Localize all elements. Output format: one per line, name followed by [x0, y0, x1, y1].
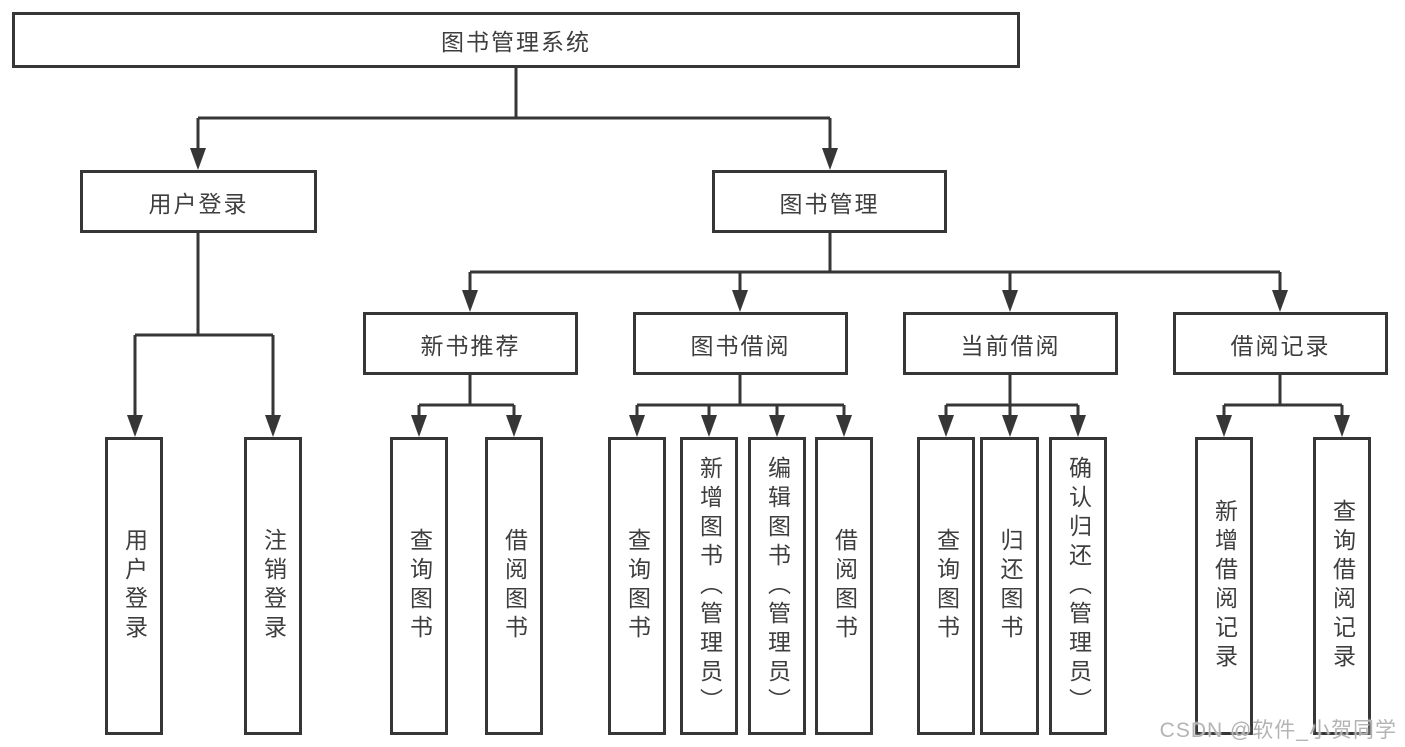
leaf-add-books-admin: 新增图书（管理员） — [680, 437, 738, 735]
node-book-borrow-label: 图书借阅 — [690, 332, 791, 359]
node-borrow-records-label: 借阅记录 — [1230, 332, 1331, 359]
leaf-user-login-label: 用户登录 — [121, 528, 148, 644]
leaf-add-books-admin-label: 新增图书（管理员） — [696, 455, 723, 717]
leaf-query-books-borrow: 查询图书 — [608, 437, 666, 735]
leaf-edit-books-admin-label: 编辑图书（管理员） — [764, 455, 791, 717]
leaf-confirm-return-admin-label: 确认归还（管理员） — [1065, 455, 1092, 717]
leaf-query-books-current-label: 查询图书 — [933, 528, 960, 644]
leaf-query-borrow-record: 查询借阅记录 — [1313, 437, 1371, 735]
leaf-query-books-current: 查询图书 — [917, 437, 975, 735]
node-book-borrow: 图书借阅 — [633, 312, 848, 375]
node-user-login-label: 用户登录 — [148, 190, 249, 217]
leaf-add-borrow-record-label: 新增借阅记录 — [1211, 499, 1238, 673]
leaf-logout-label: 注销登录 — [260, 528, 287, 644]
leaf-return-books: 归还图书 — [980, 437, 1039, 735]
node-book-management-label: 图书管理 — [779, 190, 880, 217]
leaf-query-borrow-record-label: 查询借阅记录 — [1329, 499, 1356, 673]
node-book-management: 图书管理 — [712, 170, 947, 233]
leaf-borrow-books-label: 借阅图书 — [831, 528, 858, 644]
leaf-edit-books-admin: 编辑图书（管理员） — [748, 437, 806, 735]
leaf-borrow-books-recommend-label: 借阅图书 — [501, 528, 528, 644]
watermark: CSDN @软件_小贺同学 — [1159, 719, 1397, 742]
node-current-borrow-label: 当前借阅 — [960, 332, 1061, 359]
leaf-query-books-recommend-label: 查询图书 — [406, 528, 433, 644]
node-library-system: 图书管理系统 — [12, 12, 1020, 68]
leaf-borrow-books: 借阅图书 — [815, 437, 873, 735]
node-library-system-label: 图书管理系统 — [441, 29, 591, 55]
leaf-borrow-books-recommend: 借阅图书 — [485, 437, 543, 735]
node-borrow-records: 借阅记录 — [1173, 312, 1388, 375]
node-user-login: 用户登录 — [80, 170, 317, 233]
node-new-book-recommend: 新书推荐 — [363, 312, 578, 375]
leaf-query-books-borrow-label: 查询图书 — [624, 528, 651, 644]
leaf-add-borrow-record: 新增借阅记录 — [1195, 437, 1253, 735]
leaf-return-books-label: 归还图书 — [997, 528, 1023, 644]
leaf-logout: 注销登录 — [244, 437, 302, 735]
leaf-confirm-return-admin: 确认归还（管理员） — [1049, 437, 1107, 735]
leaf-query-books-recommend: 查询图书 — [390, 437, 448, 735]
leaf-user-login: 用户登录 — [105, 437, 163, 735]
node-new-book-recommend-label: 新书推荐 — [420, 332, 521, 359]
node-current-borrow: 当前借阅 — [903, 312, 1118, 375]
